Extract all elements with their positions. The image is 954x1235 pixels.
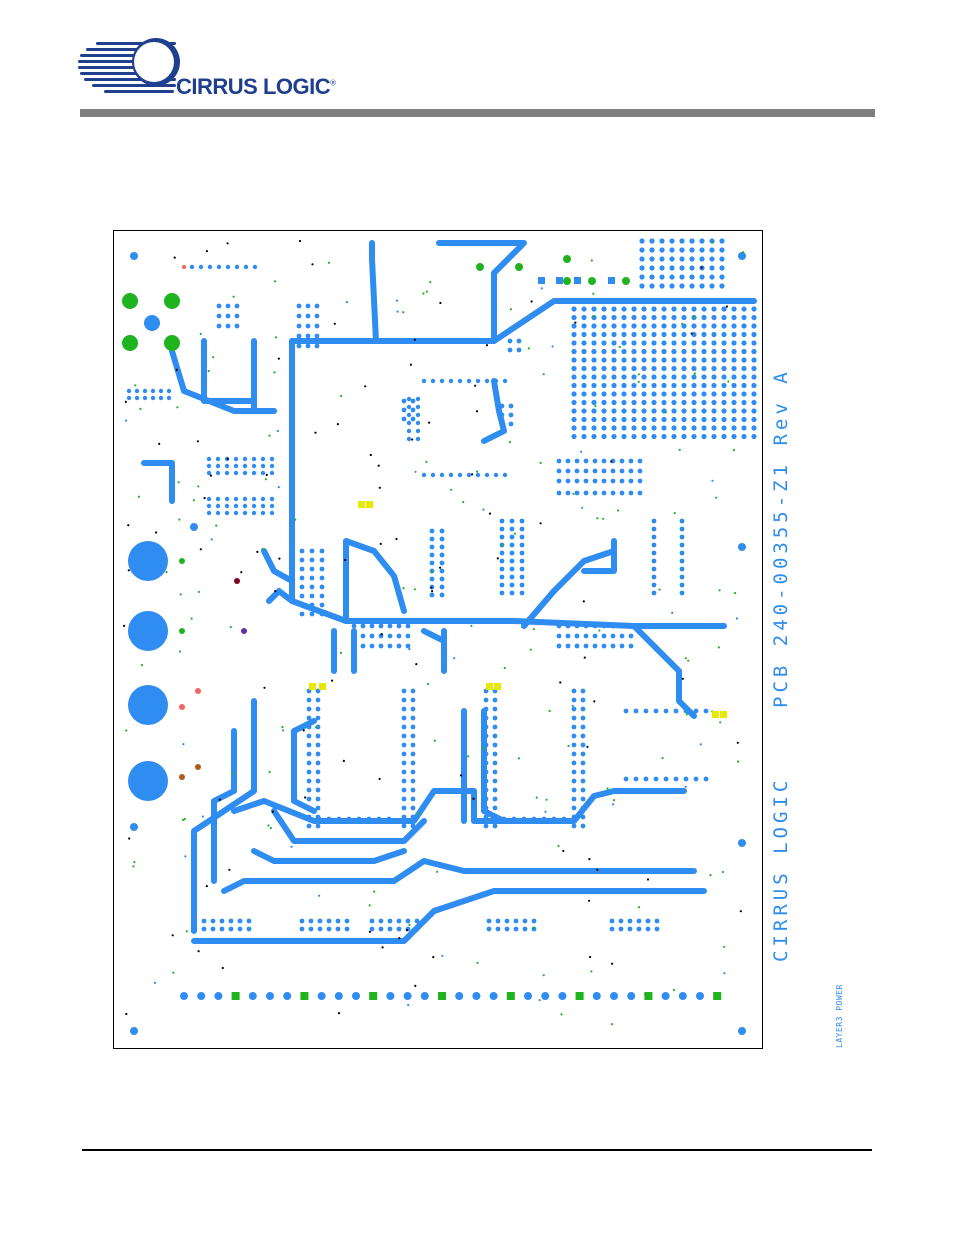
logo-swoosh-icon <box>78 38 180 93</box>
header-rule <box>80 109 875 117</box>
layer-name-label: LAYER3 POWER <box>835 984 844 1048</box>
pcb-layer-drawing <box>113 230 763 1049</box>
footer-rule <box>82 1149 872 1151</box>
logo-wordmark: CIRRUS LOGIC® <box>176 74 336 99</box>
board-brand-label: CIRRUS LOGIC <box>770 776 792 962</box>
pcb-artwork <box>122 238 757 1035</box>
pcb-part-number-label: PCB 240-00355-Z1 Rev A <box>770 368 792 708</box>
